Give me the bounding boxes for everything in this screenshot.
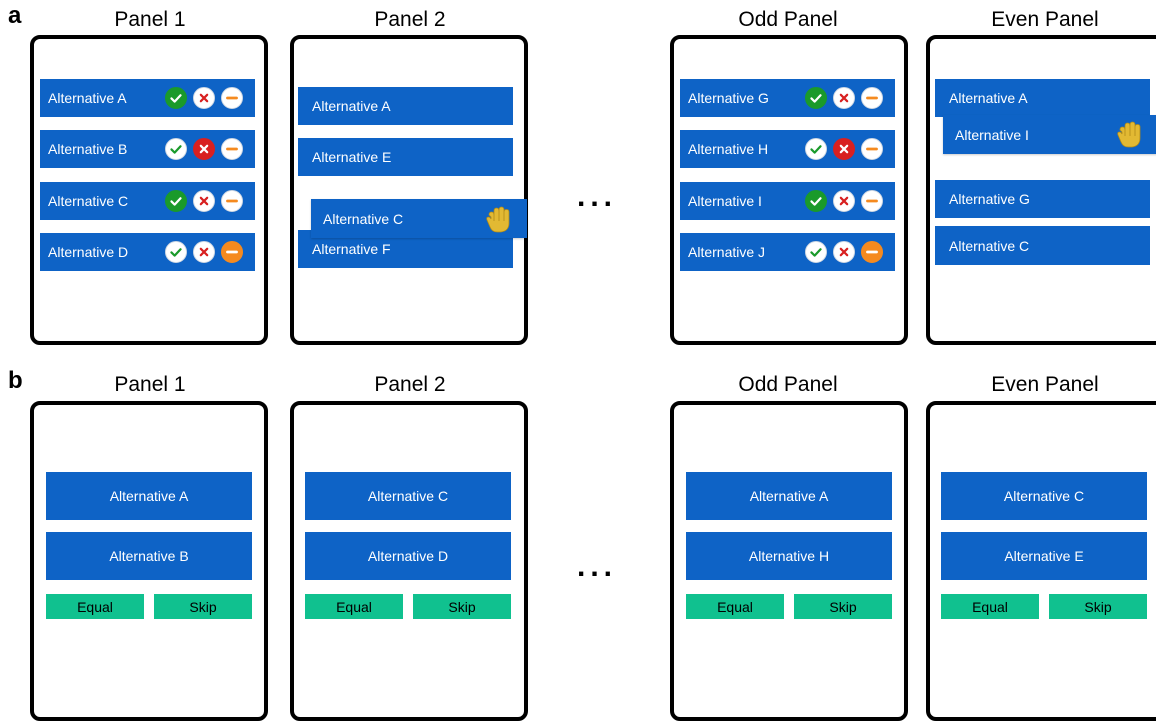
list-item[interactable]: Alternative E [298,138,513,176]
list-item[interactable]: Alternative C [40,182,255,220]
cross-icon[interactable] [833,241,855,263]
list-item-label: Alternative D [48,244,129,260]
dragged-list-item[interactable]: Alternative I [943,115,1156,154]
skip-button[interactable]: Skip [794,594,892,619]
alternative-button[interactable]: Alternative H [686,532,892,580]
equal-button[interactable]: Equal [941,594,1039,619]
minus-icon[interactable] [221,241,243,263]
rating-icons [805,87,883,109]
equal-button[interactable]: Equal [686,594,784,619]
minus-icon[interactable] [221,190,243,212]
list-item[interactable]: Alternative A [298,87,513,125]
cross-icon[interactable] [193,138,215,160]
check-icon[interactable] [805,87,827,109]
list-item[interactable]: Alternative A [935,79,1150,117]
check-icon[interactable] [805,241,827,263]
alternative-button[interactable]: Alternative B [46,532,252,580]
list-item-label: Alternative G [949,191,1030,207]
panel-title-a-odd: Odd Panel [738,8,838,31]
list-item-label: Alternative C [323,210,404,227]
cross-icon[interactable] [193,190,215,212]
panel-title-b2: Panel 2 [374,373,446,396]
list-item-label: Alternative E [312,149,392,165]
equal-button[interactable]: Equal [305,594,403,619]
rating-icons [165,190,243,212]
cross-icon[interactable] [193,241,215,263]
list-item[interactable]: Alternative D [40,233,255,271]
cross-icon[interactable] [193,87,215,109]
skip-button[interactable]: Skip [154,594,252,619]
cross-icon[interactable] [833,87,855,109]
ellipsis-b: ... [577,550,618,583]
minus-icon[interactable] [861,241,883,263]
list-item-label: Alternative B [48,141,128,157]
minus-icon[interactable] [861,138,883,160]
minus-icon[interactable] [861,190,883,212]
check-icon[interactable] [165,87,187,109]
check-icon[interactable] [805,138,827,160]
panel-title-b1: Panel 1 [114,373,186,396]
minus-icon[interactable] [221,138,243,160]
alternative-button[interactable]: Alternative C [305,472,511,520]
alternative-button[interactable]: Alternative A [46,472,252,520]
panel-title-b-odd: Odd Panel [738,373,838,396]
ellipsis-a: ... [577,180,618,213]
alternative-button[interactable]: Alternative D [305,532,511,580]
check-icon[interactable] [165,138,187,160]
panel-title-a-even: Even Panel [991,8,1099,31]
alternative-button[interactable]: Alternative E [941,532,1147,580]
section-a-label: a [8,2,22,29]
list-item-label: Alternative A [48,90,127,106]
rating-icons [805,190,883,212]
list-item[interactable]: Alternative G [935,180,1150,218]
list-item-label: Alternative J [688,244,766,260]
section-b-label: b [8,367,23,394]
panel-title-a1: Panel 1 [114,8,186,31]
alternative-button[interactable]: Alternative A [686,472,892,520]
skip-button[interactable]: Skip [1049,594,1147,619]
alternative-button[interactable]: Alternative C [941,472,1147,520]
check-icon[interactable] [165,190,187,212]
rating-icons [165,87,243,109]
list-item-label: Alternative A [949,90,1028,106]
cross-icon[interactable] [833,190,855,212]
check-icon[interactable] [165,241,187,263]
rating-icons [165,241,243,263]
list-item[interactable]: Alternative H [680,130,895,168]
list-item-label: Alternative I [688,193,762,209]
panel-title-a2: Panel 2 [374,8,446,31]
rating-icons [805,138,883,160]
list-item-label: Alternative H [688,141,769,157]
rating-icons [165,138,243,160]
list-item-label: Alternative C [48,193,129,209]
check-icon[interactable] [805,190,827,212]
list-item[interactable]: Alternative A [40,79,255,117]
list-item[interactable]: Alternative B [40,130,255,168]
list-item-label: Alternative A [312,98,391,114]
list-item-label: Alternative G [688,90,769,106]
cross-icon[interactable] [833,138,855,160]
panel-a2 [290,35,528,345]
minus-icon[interactable] [861,87,883,109]
list-item[interactable]: Alternative C [935,226,1150,265]
list-item-label: Alternative F [312,241,391,257]
dragged-list-item[interactable]: Alternative C [311,199,527,238]
list-item-label: Alternative I [955,126,1029,143]
list-item[interactable]: Alternative J [680,233,895,271]
equal-button[interactable]: Equal [46,594,144,619]
rating-icons [805,241,883,263]
skip-button[interactable]: Skip [413,594,511,619]
list-item[interactable]: Alternative G [680,79,895,117]
hand-drag-icon [483,203,515,235]
minus-icon[interactable] [221,87,243,109]
list-item-label: Alternative C [949,237,1030,254]
panel-title-b-even: Even Panel [991,373,1099,396]
list-item[interactable]: Alternative I [680,182,895,220]
hand-drag-icon [1114,118,1146,150]
